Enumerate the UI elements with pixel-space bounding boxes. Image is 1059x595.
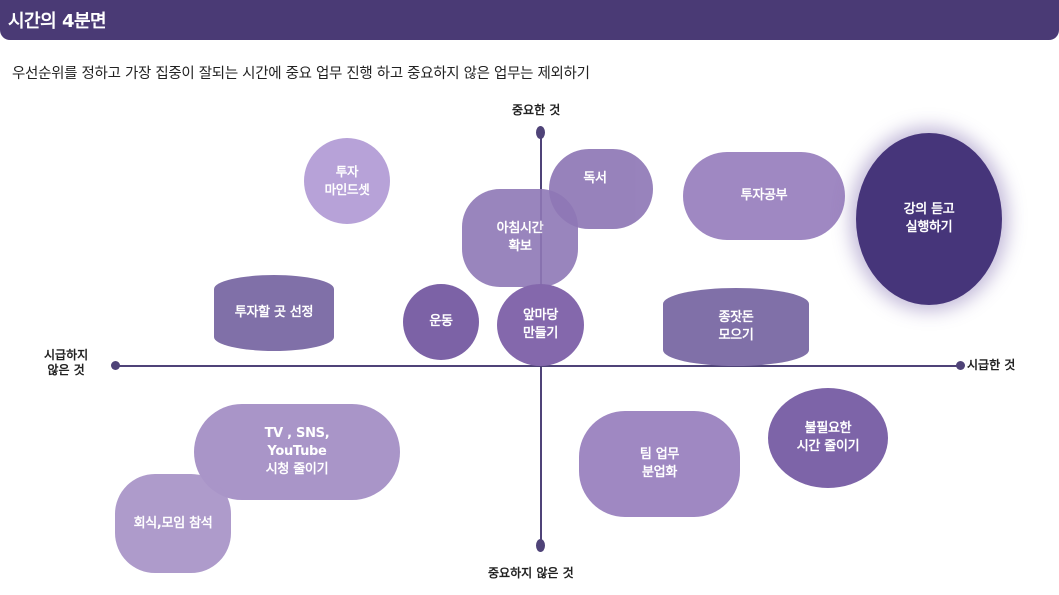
- page-title: 시간의 4분면: [8, 11, 107, 32]
- bubble-tv-label: TV , SNS, YouTube 시청 줄이기: [264, 426, 330, 477]
- bubble-seed-money-label: 종잣돈 모으기: [718, 310, 754, 343]
- bubble-reading: 독서: [549, 149, 653, 229]
- horizontal-axis: [116, 365, 962, 367]
- bubble-seed-money: 종잣돈 모으기: [663, 288, 809, 366]
- axis-top-dot: [536, 126, 545, 139]
- axis-right-dot: [956, 361, 965, 370]
- bubble-invest-mindset: 투자 마인드셋: [304, 138, 390, 224]
- bubble-invest-study-label: 투자공부: [740, 188, 788, 203]
- bubble-morning-time-label: 아침시간 확보: [496, 221, 544, 254]
- bubble-yard: 앞마당 만들기: [497, 284, 584, 366]
- bubble-reduce-time: 불필요한 시간 줄이기: [768, 388, 888, 488]
- subtitle: 우선순위를 정하고 가장 집중이 잘되는 시간에 중요 업무 진행 하고 중요하…: [12, 66, 590, 82]
- axis-bottom-dot: [536, 539, 545, 552]
- bubble-reading-label: 독서: [583, 171, 607, 186]
- bubble-dinner-label: 회식,모임 참석: [133, 515, 213, 531]
- bubble-exercise-label: 운동: [429, 314, 453, 329]
- title-banner: 시간의 4분면: [0, 0, 1059, 40]
- bubble-invest-place-label: 투자할 곳 선정: [234, 305, 314, 320]
- bubble-exercise: 운동: [403, 284, 479, 360]
- bubble-lecture-label: 강의 듣고 실행하기: [903, 202, 955, 235]
- bubble-team-work-label: 팀 업무 분업화: [639, 447, 680, 480]
- bubble-invest-mindset-label: 투자 마인드셋: [324, 164, 370, 197]
- bubble-reduce-time-label: 불필요한 시간 줄이기: [796, 421, 860, 454]
- axis-left-dot: [111, 361, 120, 370]
- bubble-dinner: 회식,모임 참석: [115, 474, 231, 573]
- bubble-invest-study: 투자공부: [683, 152, 845, 240]
- axis-label-left: 시급하지 않은 것: [44, 348, 89, 377]
- axis-label-bottom: 중요하지 않은 것: [488, 566, 574, 580]
- bubble-tv: TV , SNS, YouTube 시청 줄이기: [194, 404, 400, 500]
- bubble-yard-label: 앞마당 만들기: [523, 308, 558, 341]
- axis-label-right: 시급한 것: [967, 358, 1016, 372]
- bubble-team-work: 팀 업무 분업화: [579, 411, 740, 517]
- axis-label-top: 중요한 것: [512, 103, 561, 117]
- bubble-invest-place: 투자할 곳 선정: [214, 275, 334, 351]
- bubble-morning-time: 아침시간 확보: [462, 189, 578, 287]
- bubble-lecture: 강의 듣고 실행하기: [856, 133, 1002, 305]
